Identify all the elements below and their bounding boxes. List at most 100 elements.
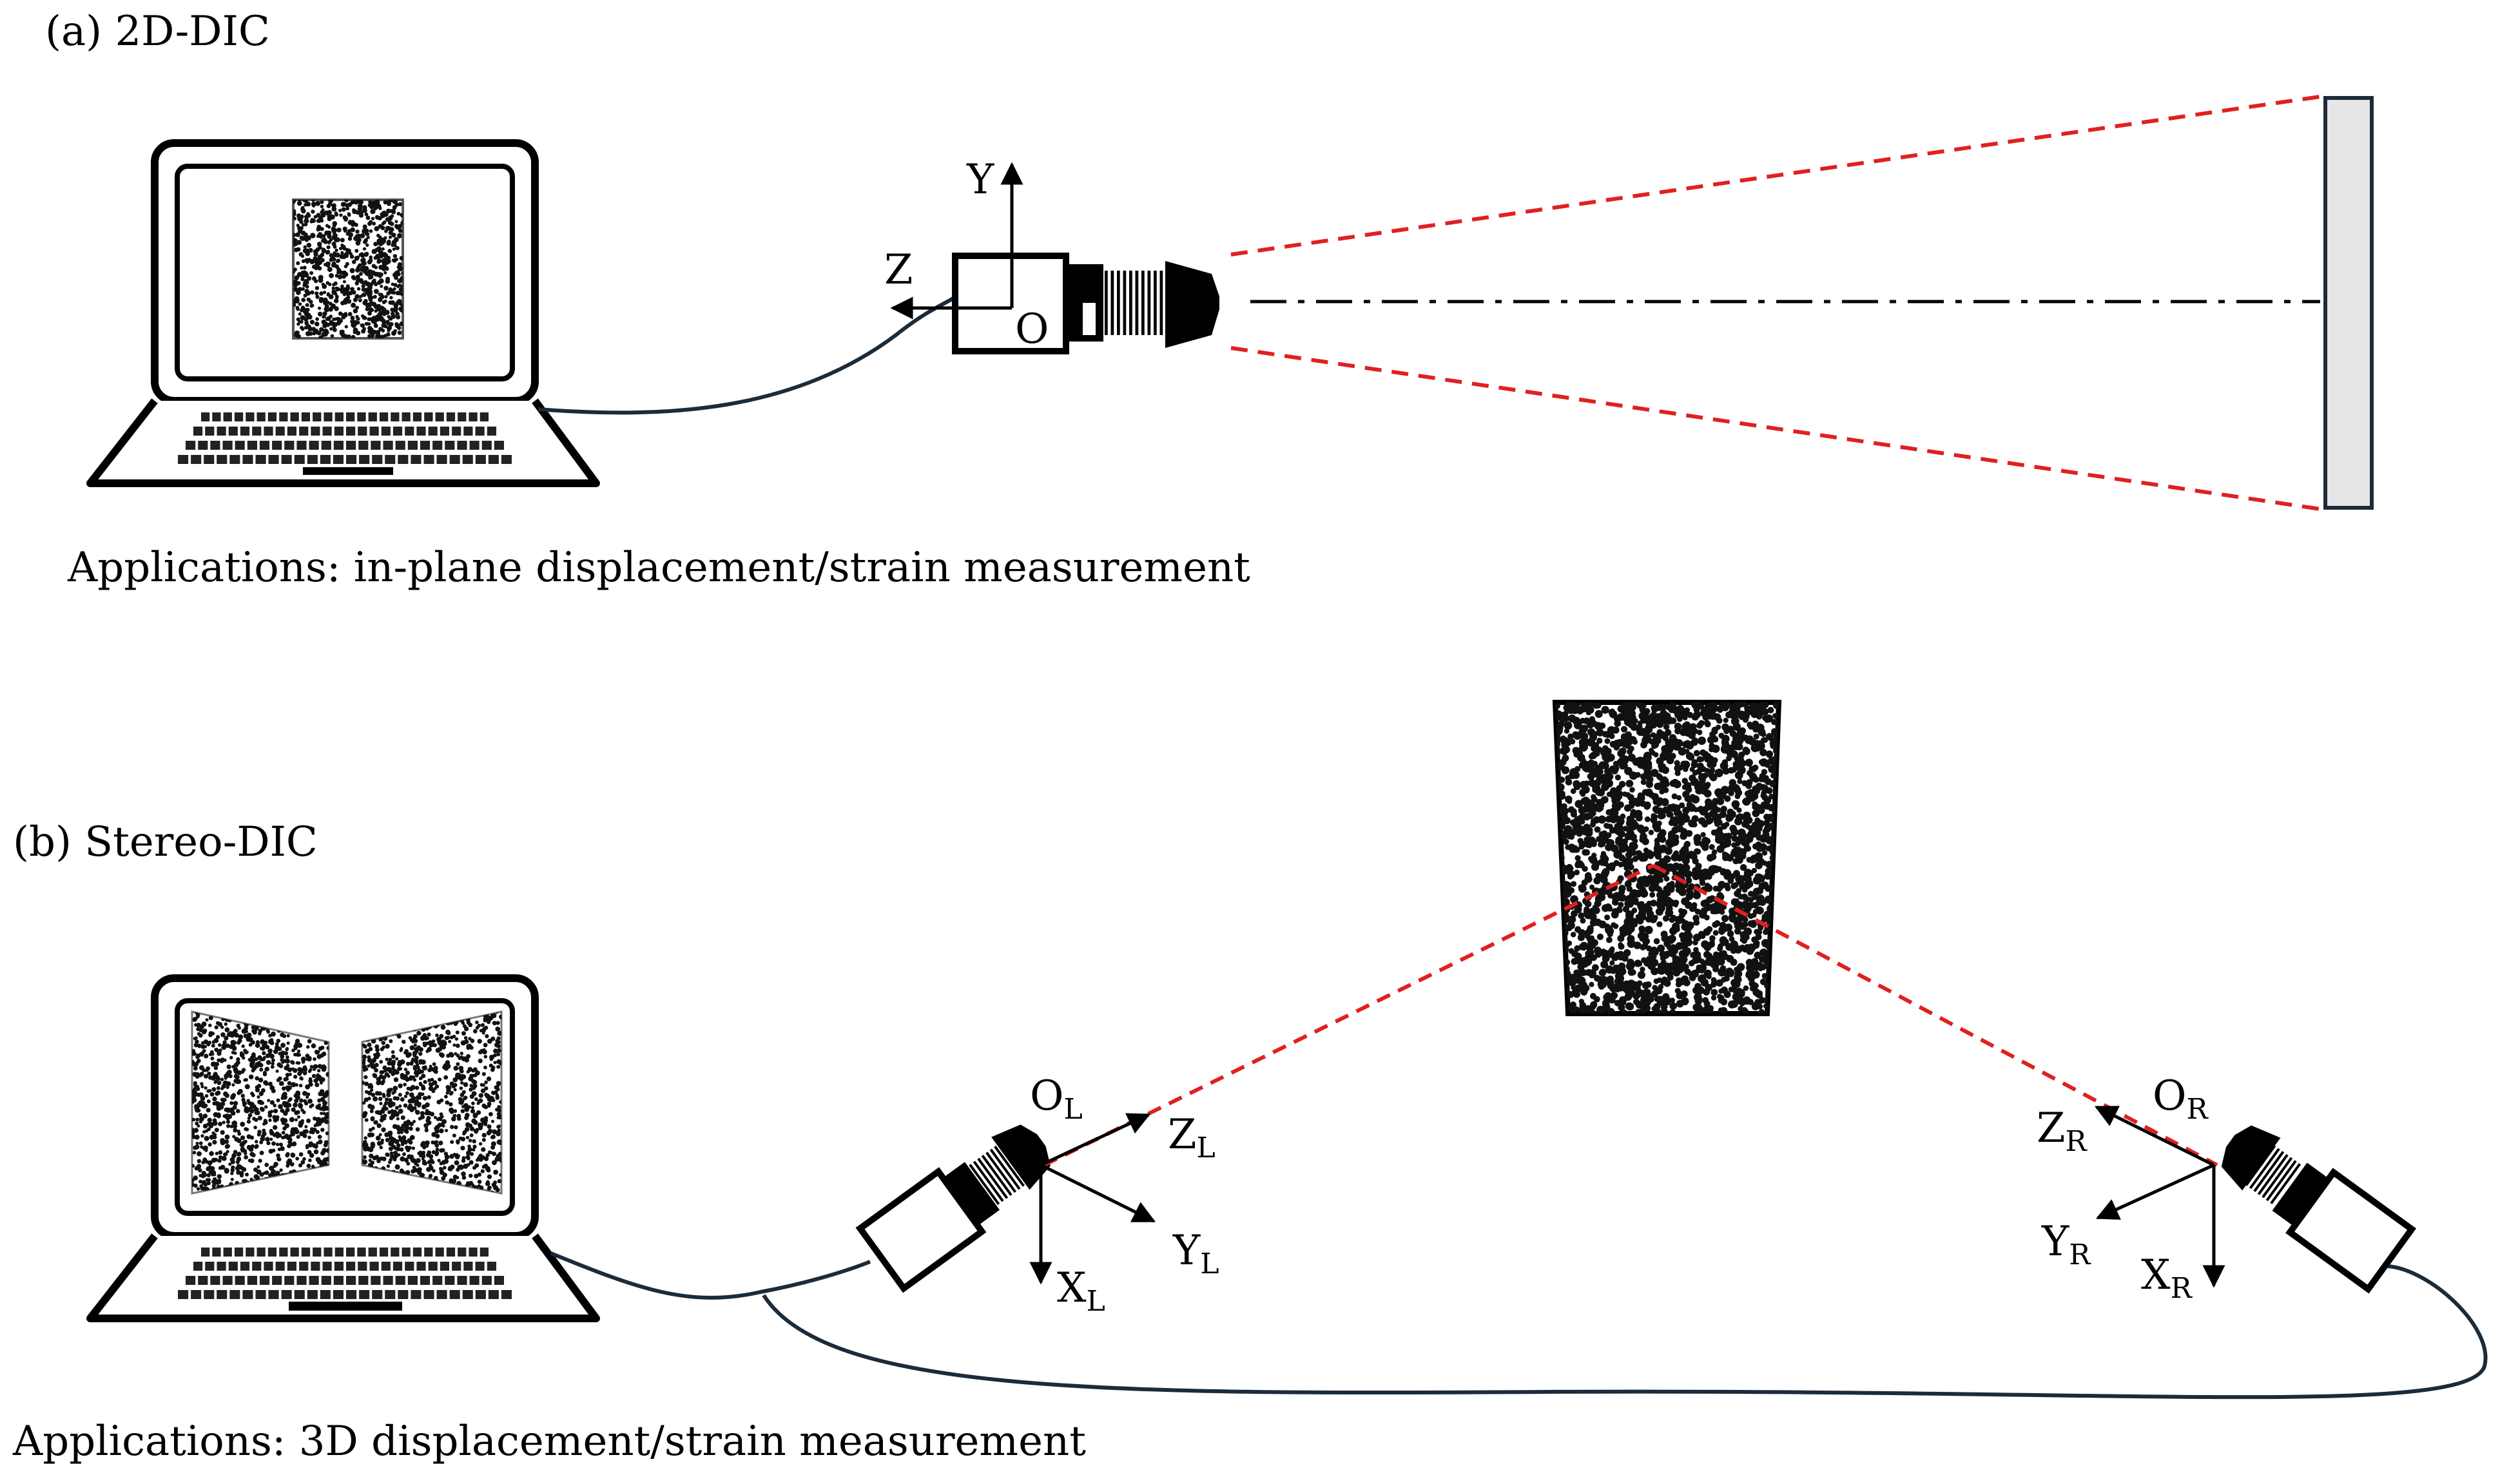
speckle-dot bbox=[1693, 919, 1700, 926]
speckle-dot bbox=[365, 287, 369, 292]
speckle-dot bbox=[208, 1016, 213, 1021]
keyboard-key bbox=[242, 455, 253, 464]
speckle-dot bbox=[264, 1082, 269, 1086]
speckle-dot bbox=[1555, 1002, 1560, 1008]
speckle-dot bbox=[296, 1110, 300, 1115]
speckle-dot bbox=[226, 1108, 231, 1113]
speckle-dot bbox=[329, 253, 334, 258]
speckle-dot bbox=[388, 316, 392, 321]
speckle-dot bbox=[230, 1039, 236, 1045]
speckle-dot bbox=[304, 1125, 308, 1128]
speckle-dot bbox=[325, 224, 329, 227]
speckle-dot bbox=[347, 334, 351, 338]
speckle-dot bbox=[414, 1049, 419, 1054]
speckle-dot bbox=[461, 1175, 467, 1180]
speckle-dot bbox=[496, 1124, 501, 1129]
speckle-dot bbox=[432, 1062, 436, 1066]
keyboard-key bbox=[358, 427, 367, 436]
speckle-dot bbox=[365, 303, 370, 308]
keyboard-key bbox=[178, 455, 189, 464]
speckle-dot bbox=[216, 1035, 220, 1039]
speckle-dot bbox=[405, 1070, 410, 1075]
speckle-dot bbox=[390, 311, 395, 316]
speckle-dot bbox=[1563, 704, 1571, 711]
speckle-dot bbox=[423, 1043, 427, 1048]
speckle-dot bbox=[309, 1083, 313, 1086]
speckle-dot bbox=[319, 327, 324, 332]
lens-ring bbox=[1135, 271, 1139, 335]
speckle-dot bbox=[1584, 849, 1591, 856]
speckle-dot bbox=[468, 1076, 474, 1082]
speckle-dot bbox=[394, 306, 398, 310]
speckle-dot bbox=[206, 1122, 210, 1126]
speckle-dot bbox=[495, 1095, 499, 1100]
speckle-dot bbox=[458, 1164, 463, 1170]
speckle-dot bbox=[439, 1166, 443, 1170]
speckle-dot bbox=[435, 1033, 439, 1037]
speckle-dot bbox=[469, 1173, 473, 1178]
speckle-dot bbox=[347, 236, 353, 241]
speckle-dot bbox=[484, 1080, 488, 1084]
speckle-dot bbox=[1703, 950, 1711, 958]
speckle-dot bbox=[193, 1090, 198, 1094]
speckle-dot bbox=[199, 1141, 203, 1146]
speckle-dot bbox=[476, 1158, 479, 1162]
speckle-dot bbox=[378, 250, 383, 256]
speckle-dot bbox=[440, 1025, 446, 1030]
speckle-dot bbox=[461, 1171, 466, 1177]
speckle-dot bbox=[432, 1169, 436, 1173]
speckle-dot bbox=[318, 1139, 323, 1144]
keyboard-key bbox=[432, 1276, 443, 1285]
speckle-dot bbox=[264, 1105, 268, 1109]
right-camera-cable bbox=[762, 1264, 2488, 1400]
speckle-dot bbox=[493, 1180, 498, 1184]
speckle-dot bbox=[481, 1138, 486, 1142]
speckle-dot bbox=[340, 284, 344, 289]
speckle-dot bbox=[331, 206, 337, 212]
keyboard-key bbox=[395, 1276, 405, 1285]
speckle-dot bbox=[316, 1073, 320, 1077]
speckle-dot bbox=[278, 1142, 283, 1147]
speckle-dot bbox=[1635, 850, 1642, 857]
speckle-dot bbox=[1674, 760, 1680, 766]
speckle-dot bbox=[400, 1130, 404, 1134]
keyboard-key bbox=[358, 1262, 367, 1271]
speckle-dot bbox=[319, 235, 324, 239]
speckle-dot bbox=[298, 200, 302, 202]
speckle-dot bbox=[201, 1171, 206, 1176]
speckle-dot bbox=[193, 1081, 197, 1085]
speckle-dot bbox=[273, 1103, 277, 1108]
speckle-dot bbox=[376, 316, 381, 322]
speckle-dot bbox=[289, 1117, 295, 1123]
speckle-dot bbox=[358, 278, 364, 284]
speckle-dot bbox=[1775, 993, 1779, 999]
speckle-dot bbox=[400, 276, 403, 281]
speckle-dot bbox=[213, 1066, 218, 1070]
speckle-dot bbox=[407, 1106, 411, 1110]
keyboard-key bbox=[449, 1290, 460, 1299]
keyboard-key bbox=[234, 1248, 244, 1257]
speckle-dot bbox=[254, 1117, 258, 1123]
speckle-dot bbox=[472, 1148, 476, 1152]
keyboard-key bbox=[193, 1262, 203, 1271]
speckle-dot bbox=[499, 1173, 501, 1177]
speckle-dot bbox=[193, 1183, 198, 1188]
speckle-dot bbox=[1571, 958, 1578, 965]
speckle-dot bbox=[329, 327, 333, 331]
speckle-dot bbox=[355, 267, 360, 273]
speckle-dot bbox=[368, 274, 374, 280]
speckle-dot bbox=[388, 230, 393, 235]
speckle-dot bbox=[416, 1158, 421, 1163]
speckle-dot bbox=[232, 1135, 236, 1139]
speckle-dot bbox=[413, 1043, 417, 1047]
speckle-dot bbox=[276, 1157, 282, 1162]
speckle-dot bbox=[294, 275, 300, 280]
keyboard-key bbox=[501, 455, 512, 464]
speckle-dot bbox=[211, 1043, 215, 1048]
speckle-dot bbox=[309, 1065, 314, 1069]
speckle-dot bbox=[391, 1066, 395, 1071]
speckle-dot bbox=[397, 1060, 402, 1065]
speckle-dot bbox=[391, 243, 395, 247]
speckle-dot bbox=[224, 1022, 228, 1026]
speckle-dot bbox=[1725, 885, 1731, 892]
